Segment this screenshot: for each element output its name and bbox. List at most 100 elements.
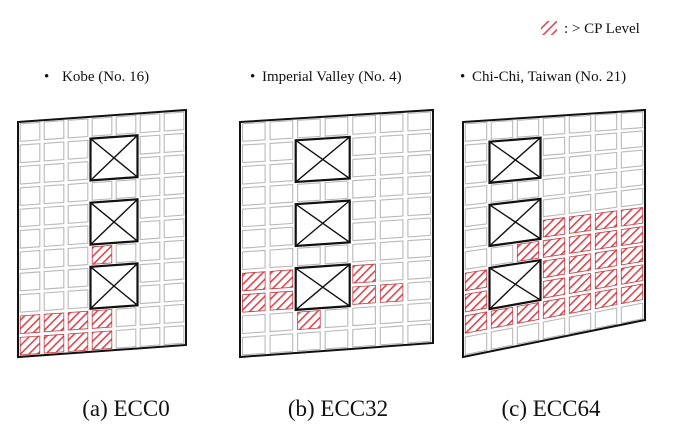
mesh-cell (620, 130, 644, 150)
mesh-cell (542, 317, 566, 340)
mesh-cell-exceeding-cp (594, 210, 618, 231)
mesh-cell (163, 218, 185, 239)
mesh-cell-exceeding-cp (620, 264, 644, 285)
mesh-cell-exceeding-cp (516, 302, 540, 324)
mesh-cell (67, 267, 89, 288)
mesh-cell-exceeding-cp (568, 253, 592, 274)
mesh-cell (139, 241, 161, 262)
mesh-cell-exceeding-cp (542, 277, 566, 299)
mesh-cell (115, 307, 137, 328)
mesh-cell (490, 182, 514, 203)
mesh-cell-exceeding-cp (464, 311, 488, 334)
mesh-cell (269, 162, 294, 183)
mesh-cell (620, 168, 644, 189)
mesh-cell (464, 121, 488, 142)
mesh-cell (19, 228, 41, 249)
mesh-cell (241, 185, 266, 206)
mesh-cell (407, 323, 432, 344)
mesh-cell (352, 199, 376, 220)
mesh-cell (297, 118, 321, 139)
mesh-cell (115, 328, 137, 349)
mesh-cell-exceeding-cp (43, 333, 65, 354)
mesh-cell (542, 196, 566, 218)
mesh-cell (568, 114, 592, 134)
mesh-cell-exceeding-cp (594, 229, 618, 250)
mesh-cell (379, 240, 404, 261)
mesh-cell-exceeding-cp (542, 237, 566, 258)
mesh-cell (516, 118, 540, 138)
window-opening-cross (89, 262, 139, 310)
mesh-cell-exceeding-cp (352, 284, 376, 305)
mesh-cell-exceeding-cp (19, 335, 41, 356)
mesh-cell (352, 327, 376, 348)
mesh-cell (407, 132, 432, 153)
mesh-cell (43, 248, 65, 269)
mesh-cell (115, 179, 137, 200)
mesh-cell-exceeding-cp (352, 263, 376, 284)
mesh-cell (568, 174, 592, 194)
wall-outline (17, 108, 187, 359)
mesh-cell (43, 184, 65, 205)
mesh-cell-exceeding-cp (594, 268, 618, 290)
panel-b-bullet: • (250, 69, 255, 85)
panel-a-wall (17, 108, 187, 359)
mesh-cell (490, 244, 514, 266)
mesh-cell (139, 177, 161, 198)
mesh-cell (269, 205, 294, 226)
mesh-cell-exceeding-cp (269, 269, 294, 290)
mesh-cell (352, 242, 376, 263)
mesh-cell (594, 113, 618, 132)
mesh-cell-exceeding-cp (269, 290, 294, 311)
panel-b-caption: (b) ECC32 (288, 396, 388, 421)
mesh-cell (620, 302, 644, 324)
mesh-cell (19, 249, 41, 271)
mesh-cell (620, 149, 644, 169)
mesh-cell (163, 196, 185, 218)
window-opening-cross (489, 259, 541, 310)
mesh-cell (352, 178, 376, 199)
mesh-cell-exceeding-cp (568, 213, 592, 234)
mesh-cell (594, 151, 618, 172)
panel-a-caption: (a) ECC0 (82, 396, 170, 421)
legend: : > CP Level (541, 21, 640, 37)
mesh-cell (163, 261, 185, 282)
panel-b-earthquake-label: Imperial Valley (No. 4) (262, 69, 402, 85)
mesh-cell (241, 121, 266, 142)
mesh-cell (324, 244, 349, 265)
mesh-cell-exceeding-cp (43, 312, 65, 333)
mesh-cell-exceeding-cp (542, 217, 566, 238)
mesh-cell-exceeding-cp (464, 269, 488, 292)
mesh-cell (67, 139, 89, 160)
mesh-cell (620, 111, 644, 130)
mesh-cell (67, 161, 89, 182)
mesh-cell (379, 219, 404, 240)
mesh-cell (43, 162, 65, 183)
mesh-cell (241, 335, 266, 356)
mesh-cell (67, 182, 89, 203)
mesh-cell (241, 249, 266, 271)
mesh-cell-exceeding-cp (242, 271, 266, 292)
mesh-cell-exceeding-cp (490, 306, 514, 329)
mesh-cell-exceeding-cp (594, 288, 618, 310)
mesh-cell (139, 326, 161, 347)
mesh-cell (139, 284, 161, 305)
panel-c-caption: (c) ECC64 (501, 396, 601, 421)
mesh-cell (464, 163, 488, 185)
mesh-cell-exceeding-cp (19, 314, 41, 335)
panel-c: • Chi-Chi, Taiwan (No. 21) (c) ECC64 (460, 69, 646, 421)
mesh-cell-exceeding-cp (542, 257, 566, 279)
panel-b: • Imperial Valley (No. 4) (b) ECC32 (239, 69, 434, 421)
mesh-cell (139, 198, 161, 219)
panel-c-earthquake-label: Chi-Chi, Taiwan (No. 21) (472, 69, 626, 85)
mesh-cell (67, 289, 89, 310)
panel-a-earthquake-label: Kobe (No. 16) (62, 69, 149, 85)
mesh-cell (43, 269, 65, 290)
mesh-cell (379, 134, 404, 155)
mesh-cell-exceeding-cp (620, 226, 644, 246)
mesh-cell (516, 179, 540, 200)
mesh-cell-exceeding-cp (67, 310, 89, 331)
mesh-cell-exceeding-cp (379, 283, 404, 303)
mesh-cell (379, 325, 404, 346)
mesh-cell (407, 111, 432, 132)
